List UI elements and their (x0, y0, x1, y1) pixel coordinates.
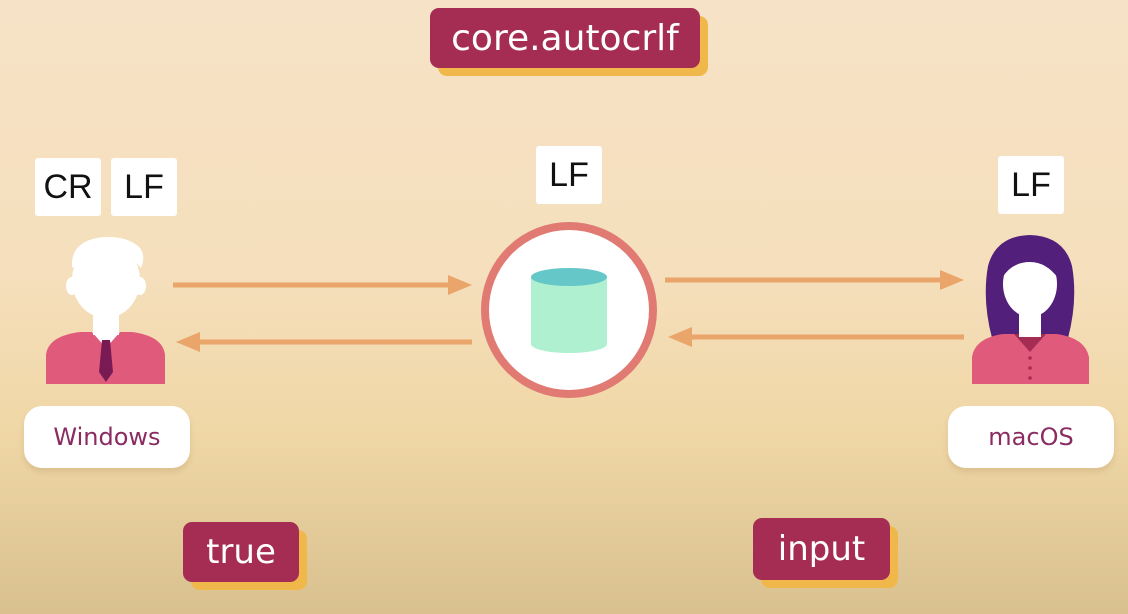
database-icon (531, 268, 607, 353)
windows-setting-badge: true (183, 522, 307, 590)
repository-lf-tag: LF (536, 146, 602, 204)
arrow-repo-to-windows (176, 332, 472, 352)
macos-lf-tag: LF (998, 156, 1064, 214)
arrow-repo-to-macos (665, 270, 964, 290)
arrow-macos-to-repo (668, 327, 964, 347)
arrow-windows-to-repo (173, 275, 472, 295)
macos-setting-badge: input (753, 518, 898, 588)
windows-cr-tag: CR (35, 158, 101, 216)
windows-lf-tag: LF (111, 158, 177, 216)
macos-user-icon (972, 235, 1089, 384)
title-badge: core.autocrlf (430, 8, 708, 76)
windows-label: Windows (24, 406, 190, 468)
macos-label: macOS (948, 406, 1114, 468)
windows-user-icon (46, 236, 165, 384)
